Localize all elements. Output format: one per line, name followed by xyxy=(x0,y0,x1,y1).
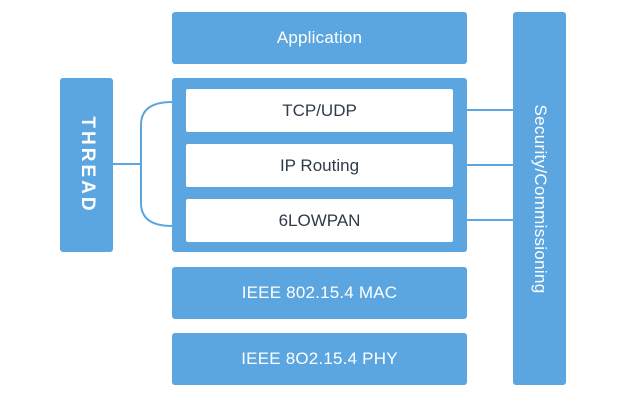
sixlowpan-layer: 6LOWPAN xyxy=(186,199,453,242)
application-label: Application xyxy=(276,28,363,47)
sixlowpan-label: 6LOWPAN xyxy=(278,210,361,230)
application-layer: Application xyxy=(172,12,467,64)
thread-brace-curve xyxy=(140,101,173,227)
tcp-udp-layer: TCP/UDP xyxy=(186,89,453,132)
mac-label: IEEE 802.15.4 MAC xyxy=(241,283,398,302)
phy-label: IEEE 8O2.15.4 PHY xyxy=(241,349,398,368)
thread-logo-text: THREAD xyxy=(76,116,98,214)
security-commissioning-label: Security/Commissioning xyxy=(530,104,550,293)
thread-logo: THREAD xyxy=(76,116,98,213)
mac-layer: IEEE 802.15.4 MAC xyxy=(172,267,467,319)
security-commissioning-box: Security/Commissioning xyxy=(513,12,566,385)
ip-routing-label: IP Routing xyxy=(279,155,360,175)
thread-logo-box: THREAD xyxy=(60,78,113,252)
tcp-udp-label: TCP/UDP xyxy=(282,100,357,120)
ip-routing-layer: IP Routing xyxy=(186,144,453,187)
phy-layer: IEEE 8O2.15.4 PHY xyxy=(172,333,467,385)
